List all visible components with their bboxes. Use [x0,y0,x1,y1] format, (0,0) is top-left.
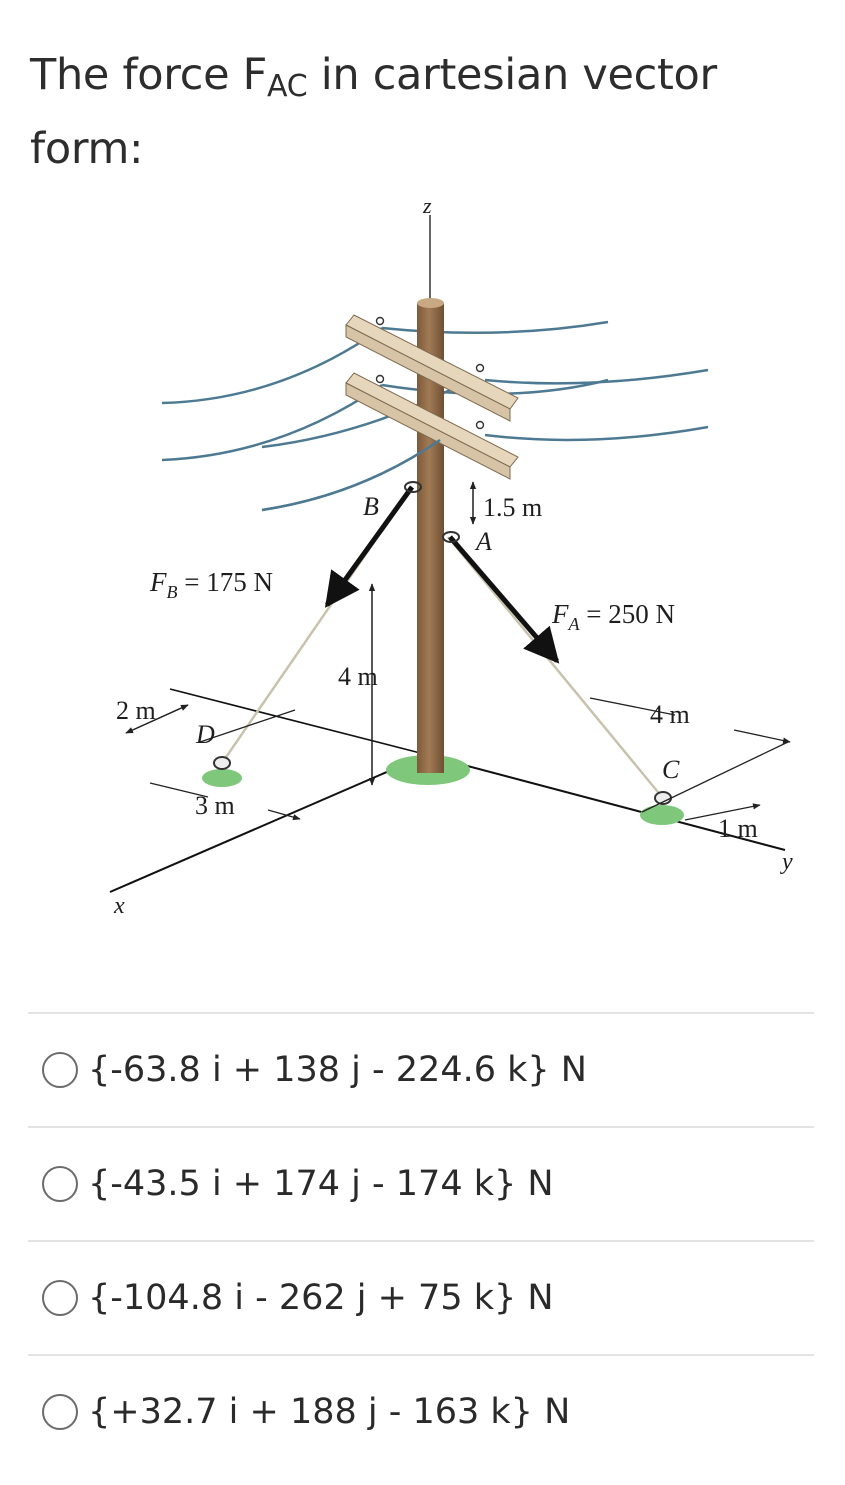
dim-4m-y-label: 4 m [650,700,690,729]
divider [28,1240,814,1242]
front-wire [261,438,441,512]
point-b-label: B [363,492,379,521]
force-b-subscript: B [167,582,178,602]
answer-option[interactable]: {+32.7 i + 188 j - 163 k} N [28,1356,814,1468]
dim-1-5m-label: 1.5 m [483,493,542,522]
grass-d [202,769,242,787]
force-a-symbol: F [551,599,569,629]
answer-options: {-63.8 i + 138 j - 224.6 k} N {-43.5 i +… [28,1012,814,1468]
question-prefix: The force F [30,50,268,100]
divider [28,1126,814,1128]
dim-4m-vertical-label: 4 m [338,662,378,691]
dim-3m-label: 3 m [195,791,235,820]
dim-1m-label: 1 m [718,814,758,843]
divider [28,1354,814,1356]
force-b-value: = 175 N [178,567,273,597]
anchor-d [213,756,231,770]
force-b-symbol: F [149,567,167,597]
cable-ac [447,536,663,798]
z-axis-label: z [422,193,432,218]
ring-b [404,481,422,493]
dimension-lines [125,481,791,821]
answer-option[interactable]: {-104.8 i - 262 j + 75 k} N [28,1242,814,1354]
question-text: The force FAC in cartesian vector form: [30,38,820,186]
question-subscript: AC [267,69,308,104]
y-axis-line [425,754,786,851]
pole-top [417,298,444,308]
dim-2m-label: 2 m [116,696,156,725]
point-a-label: A [474,527,492,556]
radio-button[interactable] [42,1052,78,1088]
ring-a [442,531,460,543]
figure-svg: z x y B A D C 1.5 m 4 m 2 m 3 m 4 m 1 m … [109,193,793,919]
upper-crossarm [345,314,519,422]
force-b-label: FB = 175 N [149,567,273,602]
point-c-label: C [662,755,680,784]
question-suffix: in cartesian vector form: [30,50,717,174]
force-a-subscript: A [568,614,581,634]
x-axis-label: x [113,893,125,919]
insulators [375,316,485,430]
force-a-arrow [448,535,560,664]
force-b-arrow [324,485,415,608]
answer-option-label: {-104.8 i - 262 j + 75 k} N [88,1278,554,1318]
answer-option-label: {+32.7 i + 188 j - 163 k} N [88,1392,571,1432]
ground-reference-line [169,688,429,756]
lower-crossarm [345,372,519,480]
radio-button[interactable] [42,1394,78,1430]
answer-option-label: {-43.5 i + 174 j - 174 k} N [88,1164,554,1204]
answer-option[interactable]: {-43.5 i + 174 j - 174 k} N [28,1128,814,1240]
answer-option[interactable]: {-63.8 i + 138 j - 224.6 k} N [28,1014,814,1126]
x-axis-line [109,754,427,893]
force-a-value: = 250 N [580,599,675,629]
grass-c [640,805,684,825]
radio-button[interactable] [42,1280,78,1316]
y-axis-label: y [780,849,793,875]
force-a-label: FA = 250 N [551,599,675,634]
answer-option-label: {-63.8 i + 138 j - 224.6 k} N [88,1050,587,1090]
radio-button[interactable] [42,1166,78,1202]
divider [28,1012,814,1014]
point-d-label: D [195,720,215,749]
utility-pole-figure: z x y B A D C 1.5 m 4 m 2 m 3 m 4 m 1 m … [30,185,820,975]
